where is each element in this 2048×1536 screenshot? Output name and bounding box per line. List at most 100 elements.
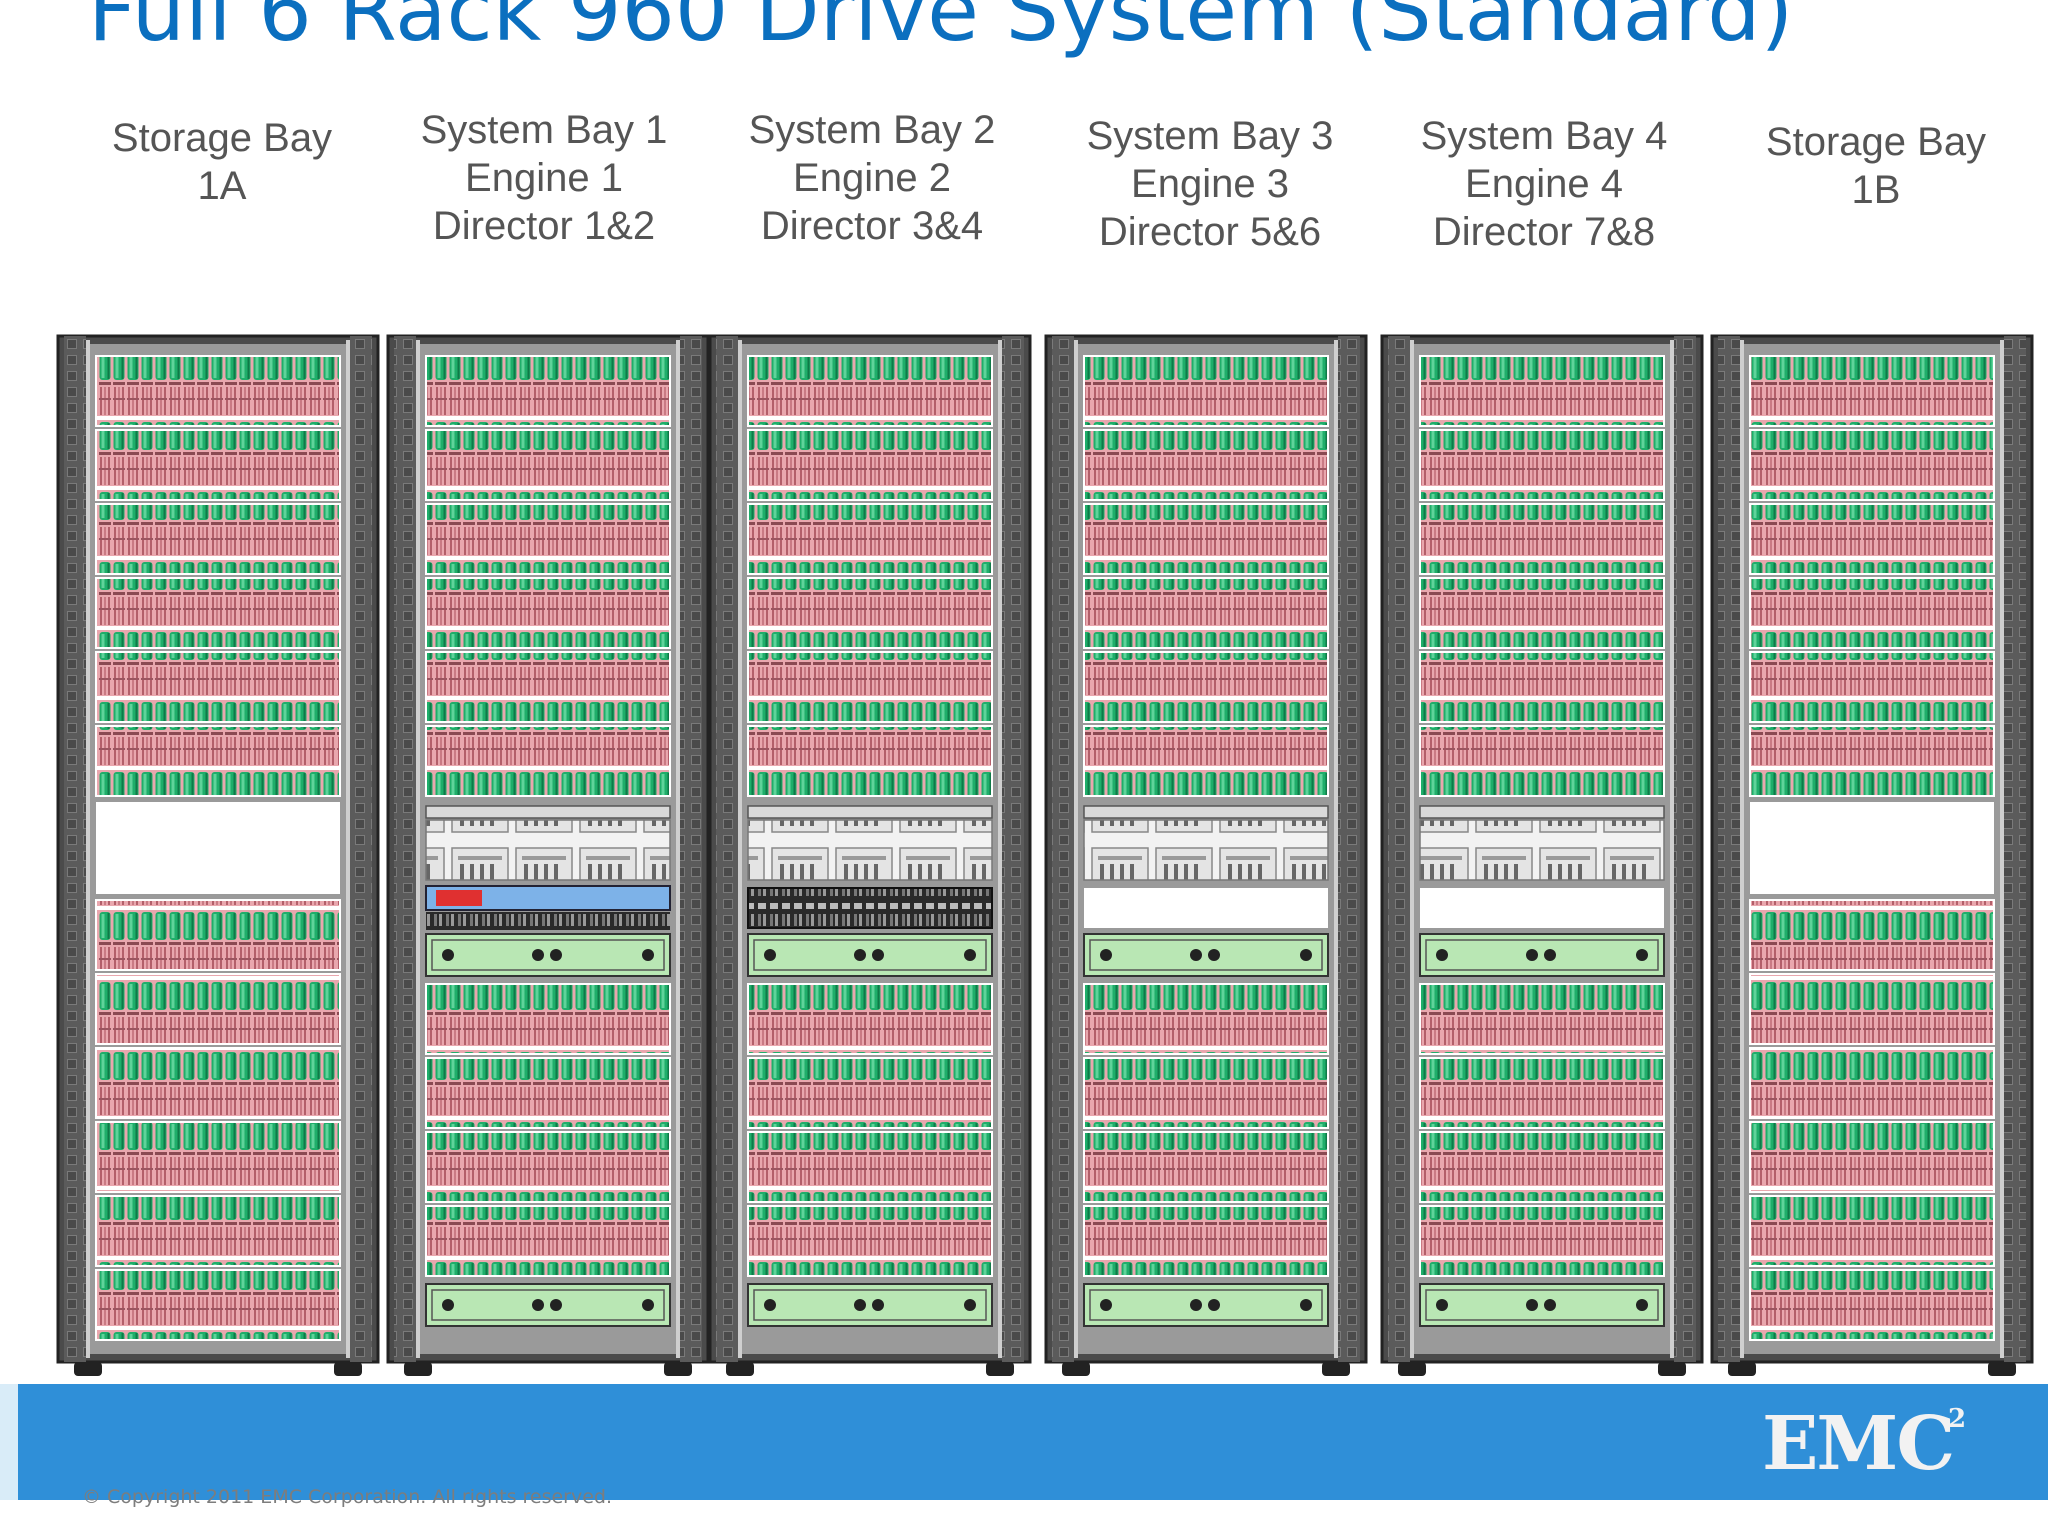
drive-enclosure <box>1083 1131 1329 1203</box>
drive-enclosure <box>747 725 993 797</box>
rack-post <box>676 340 680 1358</box>
blank-panel <box>96 802 340 894</box>
drive-enclosure <box>747 651 993 723</box>
power-supply-knob <box>1208 949 1220 961</box>
power-supply <box>1083 933 1329 977</box>
rack-caster <box>1728 1362 1756 1376</box>
rack-caster <box>334 1362 362 1376</box>
rack-caster <box>1658 1362 1686 1376</box>
bay-label-line: 1B <box>1851 168 1901 212</box>
bay-label-storage-1a: Storage Bay 1A <box>67 114 377 210</box>
bay-label-line: Engine 2 <box>793 156 951 200</box>
drive-enclosure <box>1749 577 1995 649</box>
drive-enclosure <box>1419 503 1665 575</box>
engine-top-rail <box>1419 805 1665 819</box>
engine-module <box>425 819 671 881</box>
bay-label-line: System Bay 2 <box>748 108 996 152</box>
rack-post <box>738 340 742 1358</box>
rack-rail-right <box>1338 336 1360 1362</box>
power-supply-knob <box>550 1299 562 1311</box>
rack-post <box>86 340 90 1358</box>
bay-label-line: System Bay 1 <box>420 108 668 152</box>
rack-rail-right <box>1002 336 1024 1362</box>
rack-rail-left <box>716 336 738 1362</box>
drive-enclosure <box>747 577 993 649</box>
power-supply-knob <box>764 949 776 961</box>
power-supply-bezel <box>753 939 987 971</box>
slide-title: Full 6 Rack 960 Drive System (Standard) <box>88 0 1794 60</box>
bay-label-line: Director 1&2 <box>432 204 656 248</box>
rack-caster <box>664 1362 692 1376</box>
drive-enclosure <box>1083 725 1329 797</box>
power-supply-knob <box>1544 1299 1556 1311</box>
rack-rail-right <box>680 336 702 1362</box>
drive-enclosure <box>95 973 341 1045</box>
drive-enclosure <box>1419 1205 1665 1277</box>
power-supply <box>1083 1283 1329 1327</box>
rack-5 <box>1380 334 1704 1376</box>
drive-enclosure <box>1083 503 1329 575</box>
rack-rail-left <box>1718 336 1740 1362</box>
drive-enclosure <box>1419 983 1665 1055</box>
drive-enclosure <box>425 503 671 575</box>
power-supply-knob <box>872 949 884 961</box>
power-supply-bezel <box>431 939 665 971</box>
rack-caster <box>1988 1362 2016 1376</box>
engine-module <box>747 819 993 881</box>
power-supply-knob <box>1544 949 1556 961</box>
bay-label-system-bay-4: System Bay 4 Engine 4 Director 7&8 <box>1389 112 1699 256</box>
drive-enclosure <box>1419 725 1665 797</box>
drive-enclosure <box>1083 1057 1329 1129</box>
drive-enclosure <box>1749 725 1995 797</box>
power-supply-knob <box>1100 1299 1112 1311</box>
power-supply-knob <box>1526 1299 1538 1311</box>
drive-enclosure <box>425 1131 671 1203</box>
drive-enclosure <box>1419 355 1665 427</box>
power-supply-bezel <box>753 1289 987 1321</box>
power-supply-knob <box>1190 1299 1202 1311</box>
power-supply-knob <box>1208 1299 1220 1311</box>
blank-panel <box>1084 888 1328 928</box>
drive-enclosure <box>95 1121 341 1193</box>
drive-enclosure <box>95 429 341 501</box>
rack-caster <box>986 1362 1014 1376</box>
power-supply-knob <box>854 1299 866 1311</box>
power-supply <box>425 1283 671 1327</box>
drive-enclosure <box>747 1057 993 1129</box>
bay-label-line: System Bay 4 <box>1420 114 1668 158</box>
drive-enclosure <box>95 1269 341 1341</box>
rack-caster <box>1062 1362 1090 1376</box>
bay-label-storage-1b: Storage Bay 1B <box>1721 118 2031 214</box>
power-supply-knob <box>442 949 454 961</box>
footer-band <box>0 1384 2048 1500</box>
bay-label-line: Director 3&4 <box>760 204 984 248</box>
engine-module <box>1419 819 1665 881</box>
drive-enclosure <box>1749 973 1995 1045</box>
bay-label-line: Engine 4 <box>1465 162 1623 206</box>
drive-enclosure <box>1749 355 1995 427</box>
drive-enclosure <box>95 577 341 649</box>
engine-top-rail <box>425 805 671 819</box>
drive-enclosure <box>95 725 341 797</box>
power-supply-knob <box>1636 1299 1648 1311</box>
power-supply <box>747 1283 993 1327</box>
power-supply-bezel <box>1089 1289 1323 1321</box>
rack-4 <box>1044 334 1368 1376</box>
racks <box>56 334 2034 1376</box>
power-supply <box>747 933 993 977</box>
power-supply-knob <box>1436 1299 1448 1311</box>
drive-enclosure <box>95 1195 341 1267</box>
bay-label-line: Storage Bay <box>111 116 333 160</box>
power-supply-knob <box>1526 949 1538 961</box>
drive-enclosure <box>1749 1269 1995 1341</box>
bay-label-line: System Bay 3 <box>1086 114 1334 158</box>
drive-enclosure <box>1083 1205 1329 1277</box>
blank-panel <box>1750 802 1994 894</box>
management-indicator <box>436 890 482 906</box>
drive-enclosure <box>1083 355 1329 427</box>
bay-label-line: Storage Bay <box>1765 120 1987 164</box>
drive-enclosure <box>95 355 341 427</box>
rack-caster <box>1322 1362 1350 1376</box>
bay-label-system-bay-3: System Bay 3 Engine 3 Director 5&6 <box>1055 112 1365 256</box>
